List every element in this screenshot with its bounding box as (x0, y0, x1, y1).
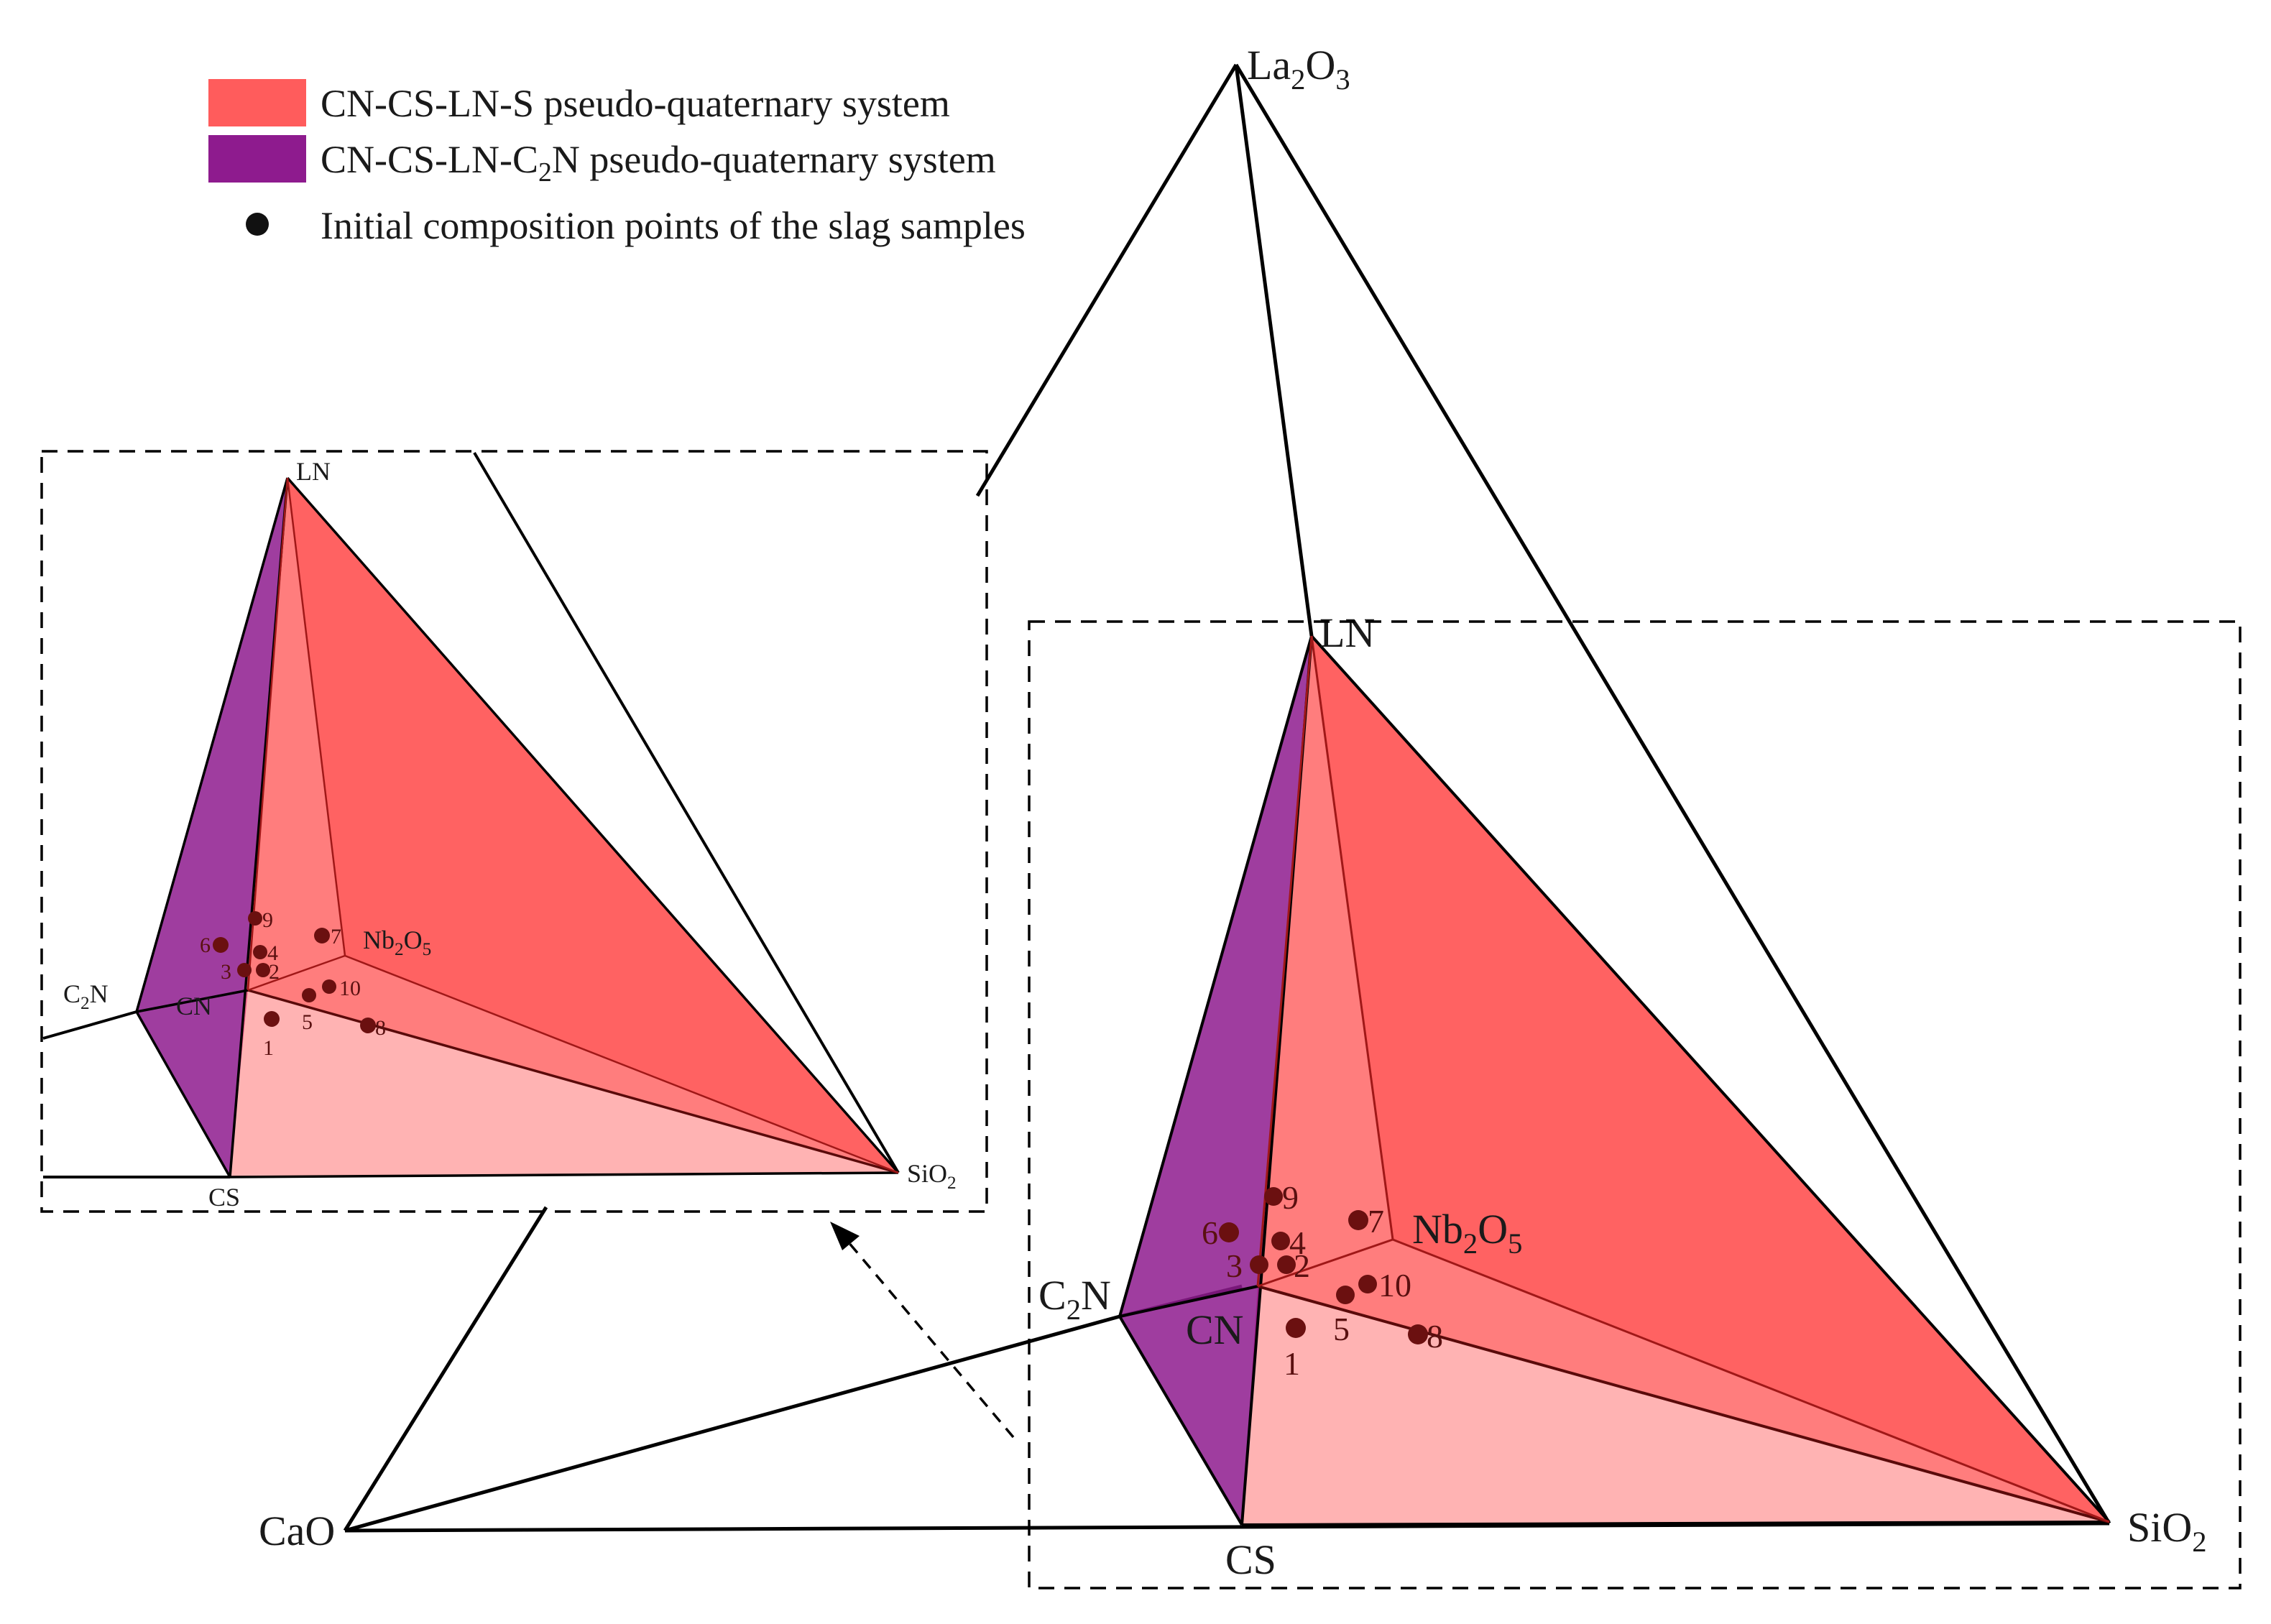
face-c2n-ln-cs (1120, 636, 1312, 1525)
inset-frame (40, 450, 988, 1213)
main-diagram: 1 2 3 4 5 6 7 8 9 10 La2O3 LN Nb2O5 C2N … (259, 42, 2242, 1590)
inset-sample-point-1 (264, 1011, 280, 1027)
legend-label-sample-points: Initial composition points of the slag s… (321, 204, 1026, 247)
face-ln-cn-sio2 (1258, 636, 2109, 1522)
legend-label-cn-cs-ln-s: CN-CS-LN-S pseudo-quaternary system (321, 82, 950, 125)
inset-sample-point-6 (213, 937, 229, 953)
inset-sample-label-1: 1 (263, 1036, 274, 1060)
inset-sample-point-9 (248, 911, 262, 926)
vertex-label-c2n: C2N (1038, 1272, 1111, 1326)
legend-swatch-cn-cs-ln-s (208, 79, 306, 126)
inset-sample-label-10: 10 (339, 977, 361, 1000)
legend-marker-sample-point (246, 213, 269, 236)
inset-vertex-label-cs: CS (208, 1183, 240, 1212)
sample-point-6 (1219, 1222, 1239, 1242)
main-edges (1118, 635, 2111, 1526)
inset-vertex-label-sio2: SiO2 (907, 1159, 957, 1193)
inset-sample-points (213, 911, 376, 1033)
sample-label-9: 9 (1282, 1179, 1299, 1216)
inset-sample-labels: 1 2 3 4 5 6 7 8 9 10 (200, 908, 386, 1060)
legend-swatch-cn-cs-ln-c2n (208, 135, 306, 183)
inset-sample-label-7: 7 (331, 925, 341, 949)
outer-skeleton (343, 63, 2111, 1533)
inset-face-c2n-ln-cs (137, 478, 287, 1177)
sample-label-2: 2 (1294, 1247, 1310, 1284)
legend: CN-CS-LN-S pseudo-quaternary system CN-C… (208, 79, 1026, 247)
sample-label-6: 6 (1202, 1214, 1218, 1251)
inset-skeleton (42, 451, 900, 1178)
sample-label-8: 8 (1427, 1318, 1443, 1355)
inset-vertex-label-nb2o5: Nb2O5 (363, 926, 431, 959)
inset-face-cs-sio2-cn (230, 990, 898, 1177)
inset-sample-label-9: 9 (262, 908, 273, 932)
zoom-arrowhead (830, 1222, 860, 1250)
main-zoom-frame (1028, 620, 2242, 1590)
sample-label-10: 10 (1378, 1267, 1411, 1304)
sample-label-1: 1 (1284, 1345, 1300, 1382)
vertex-label-la2o3: La2O3 (1247, 42, 1350, 96)
inset-vertex-label-cn: CN (176, 992, 212, 1020)
inset-sample-label-5: 5 (302, 1010, 313, 1034)
inset-sample-point-2 (256, 963, 270, 977)
sample-point-10 (1358, 1275, 1377, 1293)
zoom-arrow (830, 1222, 1015, 1439)
inset-sample-label-8: 8 (375, 1016, 386, 1040)
inset-edges (135, 476, 900, 1178)
sample-point-5 (1336, 1286, 1355, 1304)
inset-sample-point-3 (237, 963, 252, 977)
sample-label-4: 4 (1289, 1224, 1306, 1261)
sample-point-9 (1264, 1187, 1283, 1206)
inset-vertex-label-ln: LN (296, 457, 331, 486)
sample-point-8 (1408, 1324, 1428, 1344)
face-cs-sio2-cn (1242, 1286, 2109, 1525)
inset-vertex-label-c2n: C2N (63, 979, 109, 1013)
vertex-label-cn: CN (1186, 1306, 1244, 1353)
inset-sample-point-8 (360, 1018, 376, 1033)
inset-sample-label-6: 6 (200, 933, 211, 957)
vertex-label-nb2o5: Nb2O5 (1412, 1206, 1522, 1260)
sample-point-7 (1348, 1210, 1368, 1230)
sample-point-3 (1250, 1255, 1268, 1274)
inset-sample-label-3: 3 (221, 960, 231, 984)
inset-face-ln-cn-sio2 (248, 478, 898, 1173)
sample-label-5: 5 (1333, 1311, 1350, 1347)
sample-label-7: 7 (1368, 1203, 1384, 1240)
legend-label-cn-cs-ln-c2n: CN-CS-LN-C2N pseudo-quaternary system (321, 138, 996, 188)
sample-point-4 (1271, 1232, 1290, 1250)
inset-sample-label-4: 4 (267, 941, 278, 965)
main-sample-labels: 1 2 3 4 5 6 7 8 9 10 (1202, 1179, 1443, 1382)
inset-sample-point-7 (314, 928, 330, 944)
vertex-label-cs: CS (1225, 1536, 1276, 1583)
main-sample-points (1219, 1187, 1428, 1344)
vertex-label-sio2: SiO2 (2127, 1504, 2207, 1558)
sample-point-2 (1277, 1255, 1296, 1274)
vertex-label-ln: LN (1319, 609, 1375, 656)
sample-point-1 (1286, 1318, 1306, 1338)
inset-sample-point-10 (322, 979, 336, 994)
inset-sample-label-2: 2 (269, 960, 280, 984)
sample-label-3: 3 (1226, 1247, 1243, 1284)
inset-sample-point-4 (253, 945, 267, 959)
inset-diagram: 1 2 3 4 5 6 7 8 9 10 LN Nb2O5 C2N CN CS … (40, 450, 988, 1213)
inset-sample-point-5 (302, 988, 316, 1002)
vertex-label-cao: CaO (259, 1508, 335, 1554)
